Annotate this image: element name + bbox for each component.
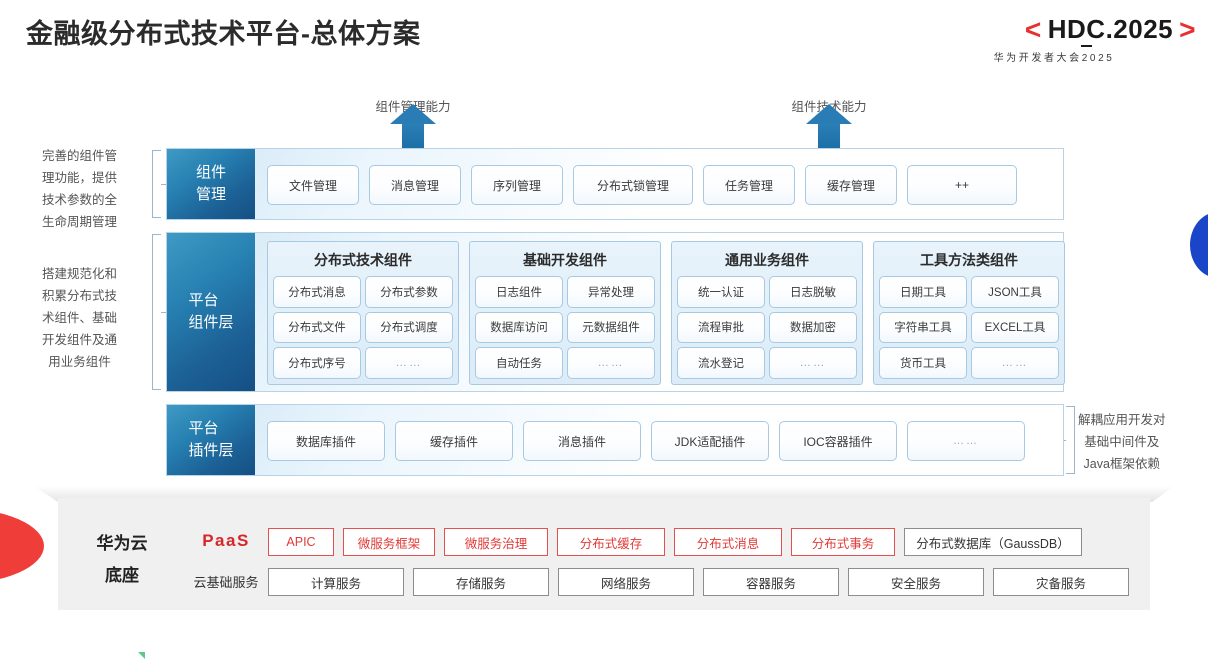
paas-chip[interactable]: 分布式缓存 — [557, 528, 665, 556]
component-item[interactable]: 字符串工具 — [879, 311, 967, 344]
base-title: 华为云底座 — [96, 534, 148, 586]
infra-chip-list: 计算服务存储服务网络服务容器服务安全服务灾备服务 — [268, 568, 1129, 596]
component-item[interactable]: EXCEL工具 — [971, 311, 1059, 344]
management-chip[interactable]: 缓存管理 — [805, 165, 897, 205]
plugin-chip[interactable]: 数据库插件 — [267, 421, 385, 461]
arrow-up-icon — [806, 104, 852, 124]
plugin-chip[interactable]: 消息插件 — [523, 421, 641, 461]
paas-chip-list: APIC 微服务框架微服务治理分布式缓存分布式消息分布式事务分布式数据库（Gaus… — [268, 528, 1082, 556]
paas-chip[interactable]: 微服务框架 — [343, 528, 435, 556]
paas-chip[interactable]: 分布式消息 — [674, 528, 782, 556]
infra-chip[interactable]: 容器服务 — [703, 568, 839, 596]
component-item[interactable]: 数据库访问 — [475, 311, 563, 344]
component-item-grid: 日志组件异常处理数据库访问元数据组件自动任务…… — [475, 276, 655, 379]
capability-arrow-technology: 组件技术能力 — [769, 96, 889, 158]
component-item[interactable]: 数据加密 — [769, 311, 857, 344]
layer-component-management: 组件管理 文件管理消息管理序列管理分布式锁管理任务管理缓存管理++ — [166, 148, 1064, 220]
chevron-left-icon: < — [1024, 13, 1042, 45]
layer-tag-component: 平台组件层 — [167, 233, 255, 391]
note-component-management: 完善的组件管理功能，提供技术参数的全生命周期管理 — [42, 149, 118, 229]
arrow-shaft — [402, 118, 424, 148]
note-component-layer: 搭建规范化和积累分布式技术组件、基础开发组件及通用业务组件 — [42, 267, 118, 369]
management-chip[interactable]: 文件管理 — [267, 165, 359, 205]
blue-lens-decoration — [1190, 212, 1208, 278]
arrow-up-icon — [390, 104, 436, 124]
component-item[interactable]: 流程审批 — [677, 311, 765, 344]
management-chip-list: 文件管理消息管理序列管理分布式锁管理任务管理缓存管理++ — [267, 165, 1017, 205]
component-item[interactable]: JSON工具 — [971, 276, 1059, 308]
component-item[interactable]: …… — [971, 347, 1059, 379]
component-item[interactable]: 流水登记 — [677, 347, 765, 379]
infra-chip[interactable]: 存储服务 — [413, 568, 549, 596]
layer-tag-management: 组件管理 — [167, 149, 255, 219]
component-item[interactable]: 元数据组件 — [567, 311, 655, 344]
paas-chip[interactable]: 分布式事务 — [791, 528, 895, 556]
component-item[interactable]: 分布式文件 — [273, 311, 361, 344]
component-item[interactable]: 分布式调度 — [365, 311, 453, 344]
infra-chip[interactable]: 灾备服务 — [993, 568, 1129, 596]
component-item-grid: 分布式消息分布式参数分布式文件分布式调度分布式序号…… — [273, 276, 453, 379]
component-item[interactable]: 自动任务 — [475, 347, 563, 379]
plugin-chip[interactable]: 缓存插件 — [395, 421, 513, 461]
component-group-title: 基础开发组件 — [523, 252, 607, 268]
management-chip[interactable]: 序列管理 — [471, 165, 563, 205]
component-item[interactable]: …… — [567, 347, 655, 379]
component-item[interactable]: 货币工具 — [879, 347, 967, 379]
component-item[interactable]: 分布式参数 — [365, 276, 453, 308]
infra-chip[interactable]: 安全服务 — [848, 568, 984, 596]
component-item[interactable]: 日期工具 — [879, 276, 967, 308]
infra-chip[interactable]: 网络服务 — [558, 568, 694, 596]
hdc-logo-text: HDC.2025 — [1047, 14, 1174, 47]
component-item[interactable]: 日志脱敏 — [769, 276, 857, 308]
page-title: 金融级分布式技术平台-总体方案 — [26, 19, 421, 49]
paas-chip[interactable]: APIC — [268, 528, 334, 556]
infra-chip[interactable]: 计算服务 — [268, 568, 404, 596]
component-item[interactable]: 分布式消息 — [273, 276, 361, 308]
hdc-logo-main: < HDC.2025 > — [926, 13, 1196, 47]
bracket-plugin — [1061, 406, 1075, 474]
component-group: 分布式技术组件分布式消息分布式参数分布式文件分布式调度分布式序号…… — [267, 241, 459, 385]
component-item[interactable]: 统一认证 — [677, 276, 765, 308]
paas-chip[interactable]: 分布式数据库（GaussDB） — [904, 528, 1082, 556]
red-arc-decoration — [0, 508, 44, 584]
component-item-grid: 统一认证日志脱敏流程审批数据加密流水登记…… — [677, 276, 857, 379]
component-item[interactable]: 异常处理 — [567, 276, 655, 308]
layer-tag-plugin: 平台插件层 — [167, 405, 255, 475]
component-item[interactable]: 分布式序号 — [273, 347, 361, 379]
management-chip[interactable]: 任务管理 — [703, 165, 795, 205]
component-item[interactable]: …… — [769, 347, 857, 379]
bracket-component — [152, 234, 166, 390]
paas-chip[interactable]: 微服务治理 — [444, 528, 548, 556]
plugin-chip[interactable]: …… — [907, 421, 1025, 461]
component-group-title: 分布式技术组件 — [314, 252, 412, 268]
infra-label: 云基础服务 — [193, 575, 259, 590]
management-chip[interactable]: ++ — [907, 165, 1017, 205]
component-item[interactable]: …… — [365, 347, 453, 379]
chevron-right-icon: > — [1179, 13, 1196, 45]
hdc-logo-subtitle: 华为开发者大会2025 — [993, 53, 1115, 64]
component-group-title: 通用业务组件 — [725, 252, 809, 268]
component-group-list: 分布式技术组件分布式消息分布式参数分布式文件分布式调度分布式序号……基础开发组件… — [267, 241, 1065, 385]
component-group: 通用业务组件统一认证日志脱敏流程审批数据加密流水登记…… — [671, 241, 863, 385]
component-item[interactable]: 日志组件 — [475, 276, 563, 308]
hdc-logo: < HDC.2025 > 华为开发者大会2025 — [926, 14, 1196, 64]
management-chip[interactable]: 消息管理 — [369, 165, 461, 205]
plugin-chip[interactable]: IOC容器插件 — [779, 421, 897, 461]
layer-platform-component: 平台组件层 分布式技术组件分布式消息分布式参数分布式文件分布式调度分布式序号……… — [166, 232, 1065, 392]
management-chip[interactable]: 分布式锁管理 — [573, 165, 693, 205]
bracket-management — [152, 150, 166, 218]
plugin-chip[interactable]: JDK适配插件 — [651, 421, 769, 461]
component-group-title: 工具方法类组件 — [920, 252, 1018, 268]
capability-arrow-management: 组件管理能力 — [353, 96, 473, 158]
green-corner-mark — [138, 652, 145, 659]
component-group: 基础开发组件日志组件异常处理数据库访问元数据组件自动任务…… — [469, 241, 661, 385]
arrow-shaft — [818, 118, 840, 148]
paas-label: PaaS — [202, 531, 250, 550]
